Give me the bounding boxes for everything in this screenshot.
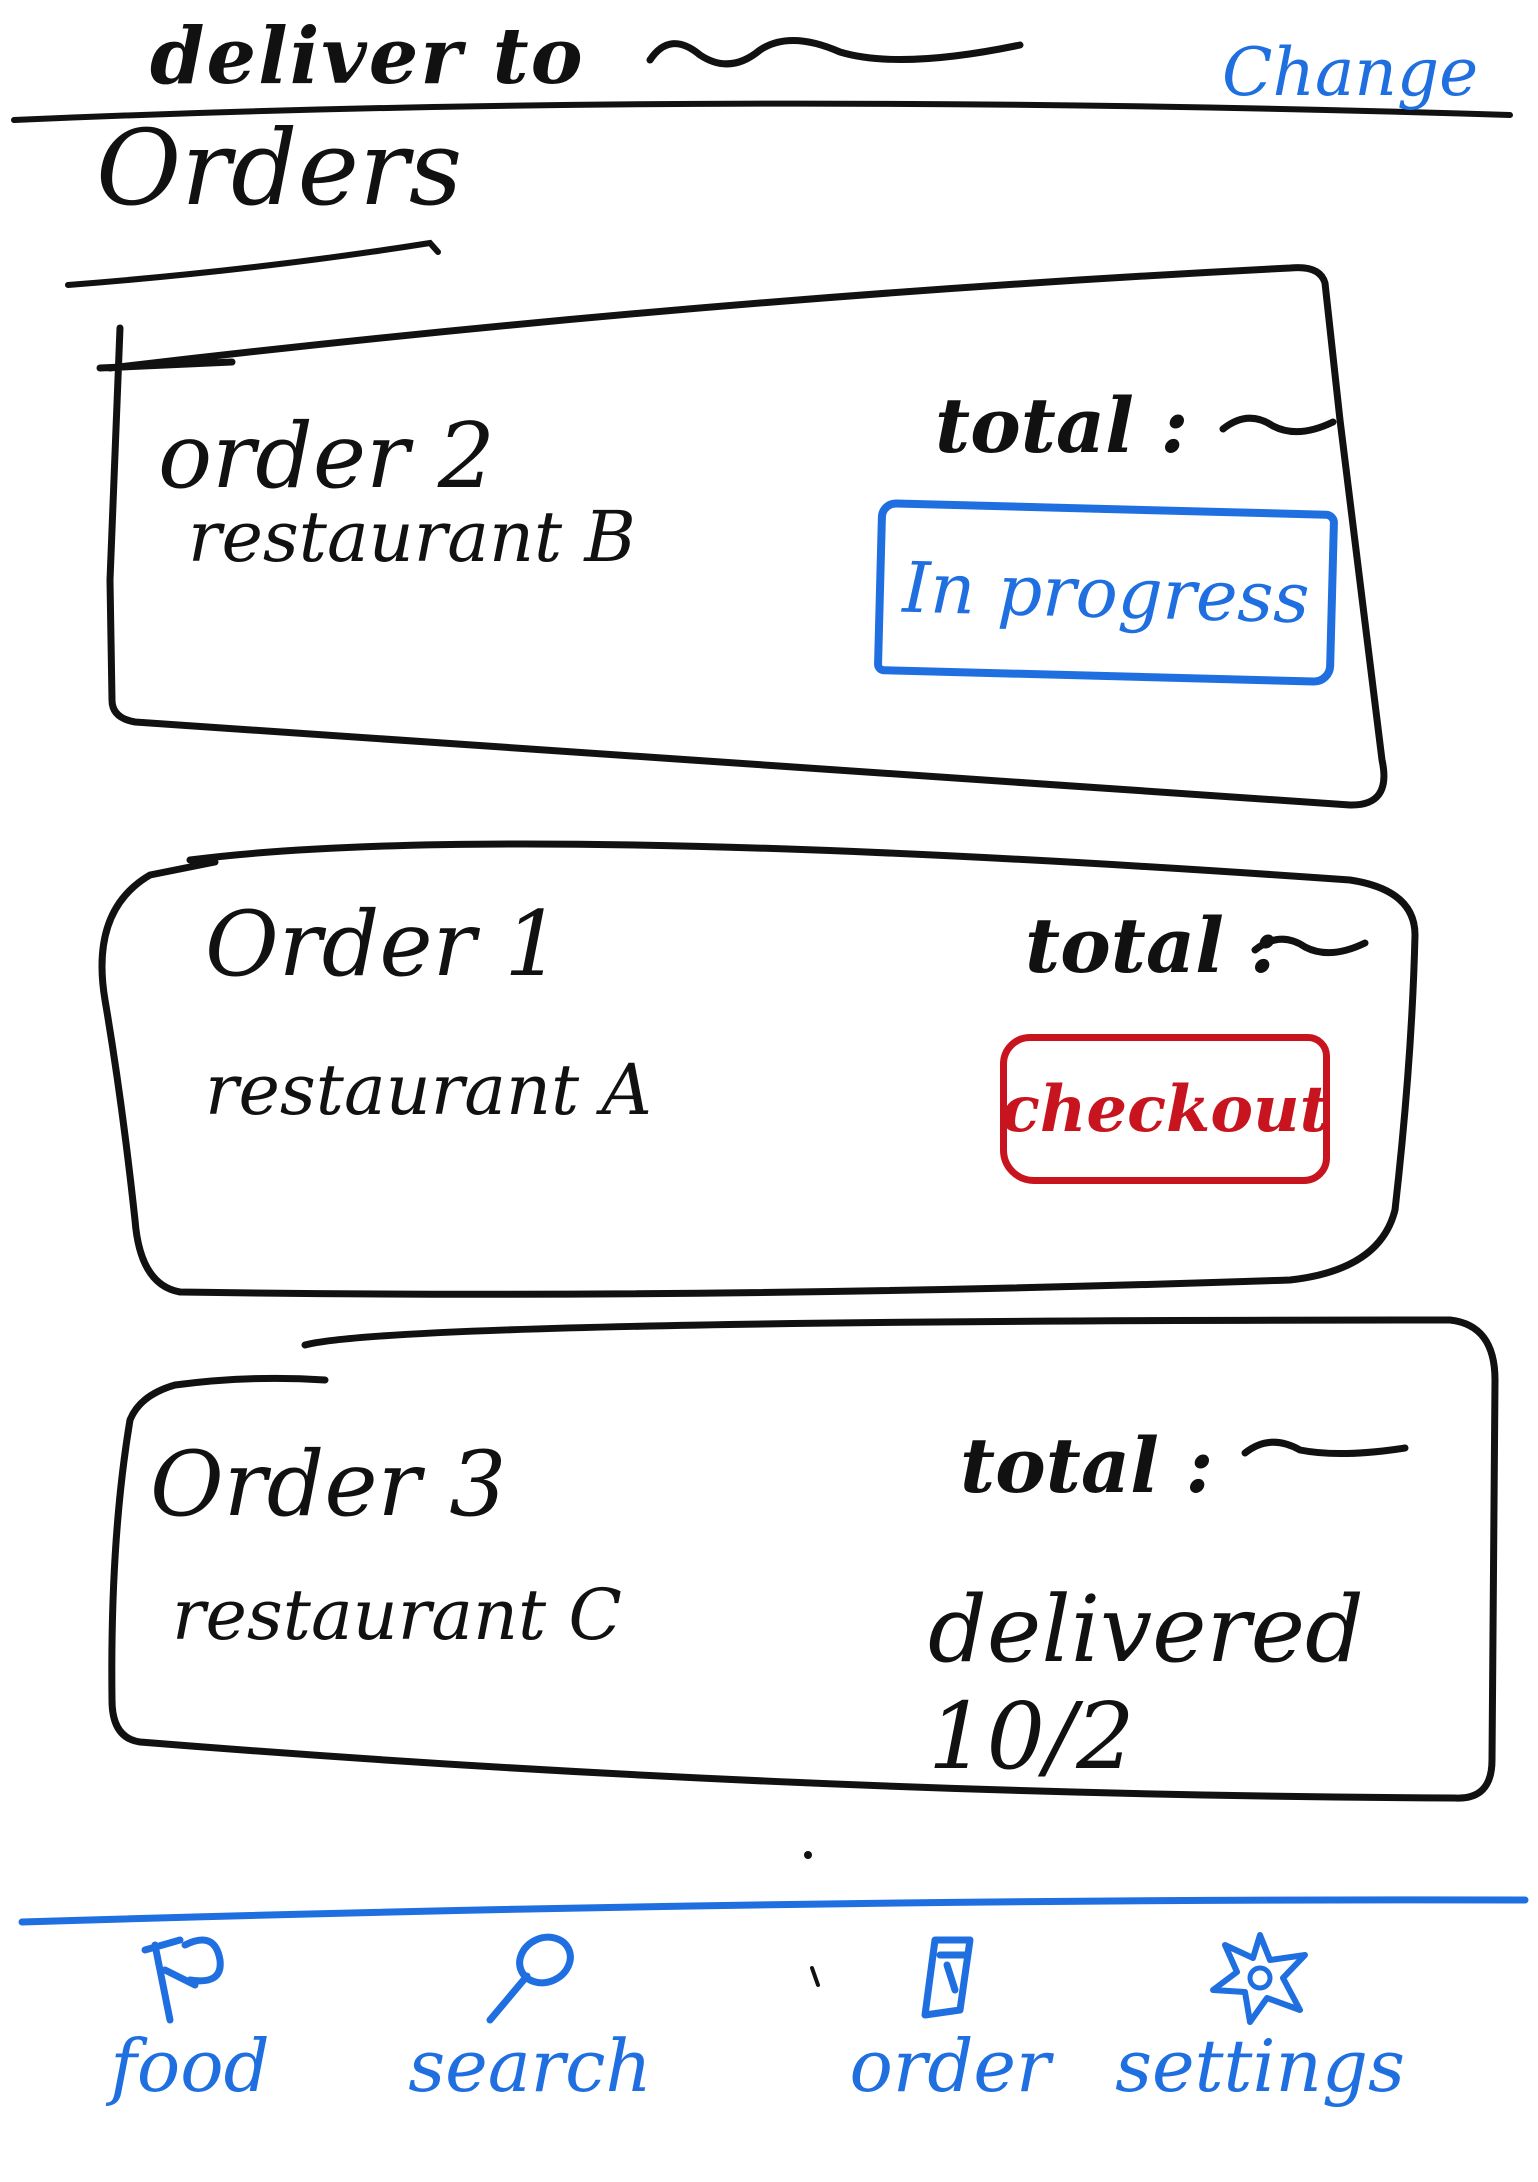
order-restaurant: restaurant A [205, 1049, 652, 1131]
order-total-label: total : [1025, 901, 1279, 990]
order-title: order 2 [158, 404, 495, 509]
order-total-value-squiggle [1219, 414, 1337, 436]
nav-item-order[interactable]: order [820, 1930, 1080, 2120]
food-icon [141, 1936, 224, 2024]
nav-label: order [849, 2024, 1051, 2108]
nav-item-settings[interactable]: settings [1115, 1930, 1405, 2120]
search-icon [486, 1933, 574, 2024]
order-title: Order 1 [205, 892, 562, 997]
scroll-dot [804, 1851, 812, 1859]
page-title: Orders [96, 107, 463, 229]
order-total-label: total : [960, 1421, 1214, 1510]
checkout-button[interactable]: checkout [1000, 1034, 1330, 1184]
settings-icon [1210, 1932, 1308, 2025]
order-status-delivered: delivered 10/2 [928, 1576, 1364, 1790]
order-restaurant: restaurant B [188, 496, 636, 578]
nav-item-search[interactable]: search [400, 1930, 660, 2120]
change-address-link[interactable]: Change [1222, 34, 1479, 111]
order-total-label: total : [935, 381, 1189, 470]
order-total-value-squiggle [1251, 935, 1369, 957]
order-icon [921, 1936, 974, 2019]
nav-label: food [110, 2024, 270, 2108]
nav-label: settings [1115, 2024, 1405, 2108]
order-status-button-in-progress[interactable]: In progress [873, 499, 1339, 686]
nav-divider [18, 1896, 1529, 1926]
order-restaurant: restaurant C [172, 1574, 622, 1656]
nav-item-food[interactable]: food [60, 1930, 320, 2120]
deliver-to-label: deliver to [150, 11, 585, 102]
nav-label: search [408, 2024, 652, 2108]
delivery-address-squiggle[interactable] [640, 30, 1030, 80]
title-underline [65, 239, 441, 288]
order-total-value-squiggle [1241, 1438, 1409, 1458]
order-title: Order 3 [150, 1432, 507, 1537]
nav-separator-mark [810, 1966, 820, 1987]
